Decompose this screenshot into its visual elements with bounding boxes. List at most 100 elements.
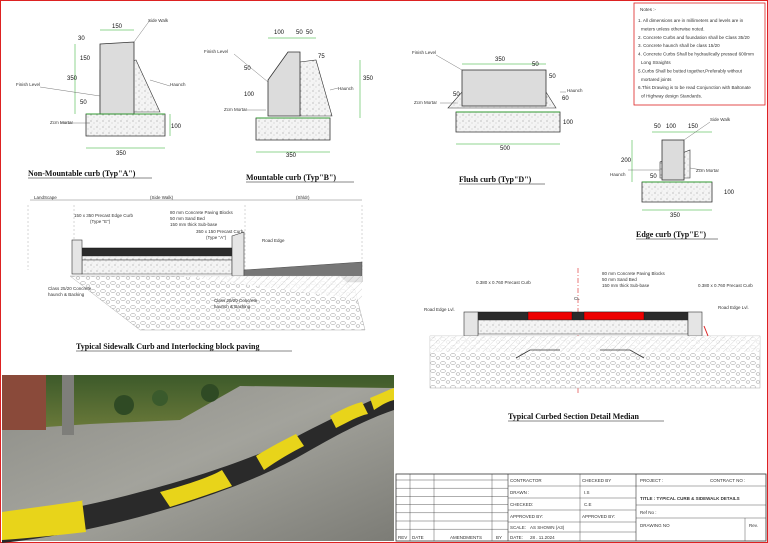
tb-approved: APPROVED BY:	[510, 514, 543, 519]
tb-checked: CHECKED:	[510, 502, 533, 507]
label-class-concrete-4: haunch & Backing	[214, 304, 251, 309]
notes-heading: Notes :-	[640, 7, 657, 12]
tb-contract: CONTRACT NO :	[710, 478, 745, 483]
dim-b-6: 350	[363, 76, 374, 82]
tb-project: PROJECT :	[640, 478, 663, 483]
tb-date-v: 28 . 11.2024	[530, 535, 555, 540]
label-sidewalk-e: Side Walk	[710, 117, 731, 122]
dim-b-5: 100	[244, 92, 255, 98]
label-finish-level-b: Finish Level	[204, 49, 228, 54]
detail-d: 350 50 50 50 60 100 500 Finish Level Hau…	[412, 50, 583, 185]
label-side-walk-section: (Side Walk)	[150, 195, 174, 200]
tb-title: TITLE : TYPICAL CURB & SIDEWALK DETAILS	[640, 496, 740, 501]
label-precast-edge: 150 x 350 Precast Edge Curb	[74, 213, 134, 218]
note-line: mortared joints	[641, 77, 672, 82]
label-mortar-d: Zcm Mortar	[414, 100, 438, 105]
dim-b-1: 100	[274, 30, 285, 36]
title-detail-d: Flush curb (Typ"D")	[459, 175, 532, 184]
detail-a: 150 30 150 350 50 100 350 Side Walk Fini…	[16, 18, 186, 179]
dim-a-1: 150	[112, 24, 123, 30]
dim-d-4: 50	[549, 74, 556, 80]
tb-drawing-no: DRAWING NO	[640, 523, 670, 528]
tb-scale: SCALE:	[510, 525, 526, 530]
dim-b-2: 50	[296, 30, 303, 36]
dim-e-7: 350	[670, 213, 681, 219]
label-cl: CL	[574, 296, 580, 301]
curb-photo	[2, 375, 394, 543]
label-median-sand: 50 mm Sand Bed	[602, 277, 637, 282]
dim-e-5: 50	[650, 174, 657, 180]
label-sub-base: 150 mm thick Sub-base	[170, 222, 218, 227]
label-class-concrete-1: Class 25/20 Concrete	[48, 286, 92, 291]
dim-e-6: 100	[724, 190, 735, 196]
dim-a-2: 30	[78, 36, 85, 42]
detail-b: 100 50 50 50 100 350 75 350 Finish Level…	[204, 30, 374, 183]
tb-refno: Ref No :	[640, 510, 657, 515]
tb-by-col: BY	[496, 535, 502, 540]
label-precast-curb: 350 x 150 Precast Curb	[196, 229, 244, 234]
label-sand-bed: 50 mm Sand Bed	[170, 216, 205, 221]
dim-a-3: 150	[80, 56, 91, 62]
dim-d-1: 350	[495, 57, 506, 63]
dim-a-4: 350	[67, 76, 78, 82]
note-line: 2. Concrete Curbs and foundation shall b…	[638, 35, 750, 40]
tb-date-col: DATE	[412, 535, 424, 540]
notes-box: Notes :- 1. All dimensions are in millim…	[633, 2, 766, 106]
tb-drawn: DRAWN :	[510, 490, 529, 495]
dim-d-7: 500	[500, 146, 511, 152]
dim-d-6: 100	[563, 120, 574, 126]
label-median-curb-r: 0.380 x 0.760 Precast Curb	[698, 283, 753, 288]
label-median-sub: 150 mm thick Sub-base	[602, 283, 650, 288]
label-paving-blocks: 80 mm Concrete Paving Blocks	[170, 210, 234, 215]
label-haunch-d: Haunch	[567, 88, 583, 93]
dim-e-2: 100	[666, 124, 677, 130]
sidewalk-section: LandScape (Side Walk) (Shldr) 150 x 350 …	[27, 195, 366, 352]
label-median-pb: 80 mm Concrete Paving Blocks	[602, 271, 666, 276]
label-precast-curb-typ: (Type "A")	[206, 235, 227, 240]
median-section: CL 0.380 x 0.760 Precast Curb 0.380 x 0.…	[424, 268, 761, 422]
title-detail-a: Non-Mountable curb (Typ"A")	[28, 169, 136, 178]
label-shldr: (Shldr)	[296, 195, 310, 200]
label-median-curb-l: 0.380 x 0.760 Precast Curb	[476, 280, 531, 285]
note-line: 5.Curbs Shall be butted together,Prefera…	[638, 68, 743, 73]
dim-d-3: 50	[453, 92, 460, 98]
dim-a-6: 100	[171, 124, 182, 130]
note-line: 4. Concrete Curbs Shall be hydraulically…	[638, 52, 754, 57]
title-block: CONTRACTOR CHECKED BY DRAWN : I.S CHECKE…	[395, 473, 767, 542]
label-haunch-a: Haunch	[170, 82, 186, 87]
detail-e: 50 100 150 200 50 100 350 Side Walk Zcm …	[610, 117, 735, 240]
tb-drawn-v: I.S	[584, 490, 590, 495]
dim-d-2: 50	[532, 62, 539, 68]
tb-checked-hdr: CHECKED BY	[582, 478, 611, 483]
label-road-edge-sw: Road Edge	[262, 238, 285, 243]
label-sidewalk-a: Side Walk	[148, 18, 169, 23]
label-finish-level-a: Finish Level	[16, 82, 40, 87]
dim-e-4: 200	[621, 158, 632, 164]
note-line: of Highway design Standards.	[641, 94, 702, 99]
note-line: meters unless otherwise noted.	[641, 26, 705, 31]
label-landscape: LandScape	[34, 195, 57, 200]
dim-a-5: 50	[80, 100, 87, 106]
title-detail-b: Mountable curb (Typ"B")	[246, 173, 336, 182]
dim-e-3: 150	[688, 124, 699, 130]
title-median: Typical Curbed Section Detail Median	[508, 412, 640, 421]
tb-amend-col: AMENDMENTS	[450, 535, 482, 540]
label-precast-edge-typ: (Type "E")	[90, 219, 111, 224]
label-haunch-e: Haunch	[610, 172, 626, 177]
label-haunch-b: Haunch	[338, 86, 354, 91]
label-median-road-r: Road Edge Lvl.	[718, 305, 749, 310]
tb-approved2: APPROVED BY:	[582, 514, 615, 519]
dim-e-1: 50	[654, 124, 661, 130]
title-sidewalk: Typical Sidewalk Curb and Interlocking b…	[76, 342, 259, 351]
note-line: Long Straights	[641, 60, 671, 65]
dim-b-7: 75	[318, 54, 325, 60]
dim-a-7: 350	[116, 151, 127, 157]
label-mortar-a: Zcm Mortar	[50, 120, 74, 125]
note-line: 1. All dimensions are in millimeters and…	[638, 18, 744, 23]
tb-scale-v: AS SHOWN (A3)	[530, 525, 565, 530]
label-finish-level-d: Finish Level	[412, 50, 436, 55]
note-line: 3. Concrete haunch shall be class 15/20	[638, 43, 720, 48]
dim-b-8: 350	[286, 153, 297, 159]
dim-b-4: 50	[244, 66, 251, 72]
